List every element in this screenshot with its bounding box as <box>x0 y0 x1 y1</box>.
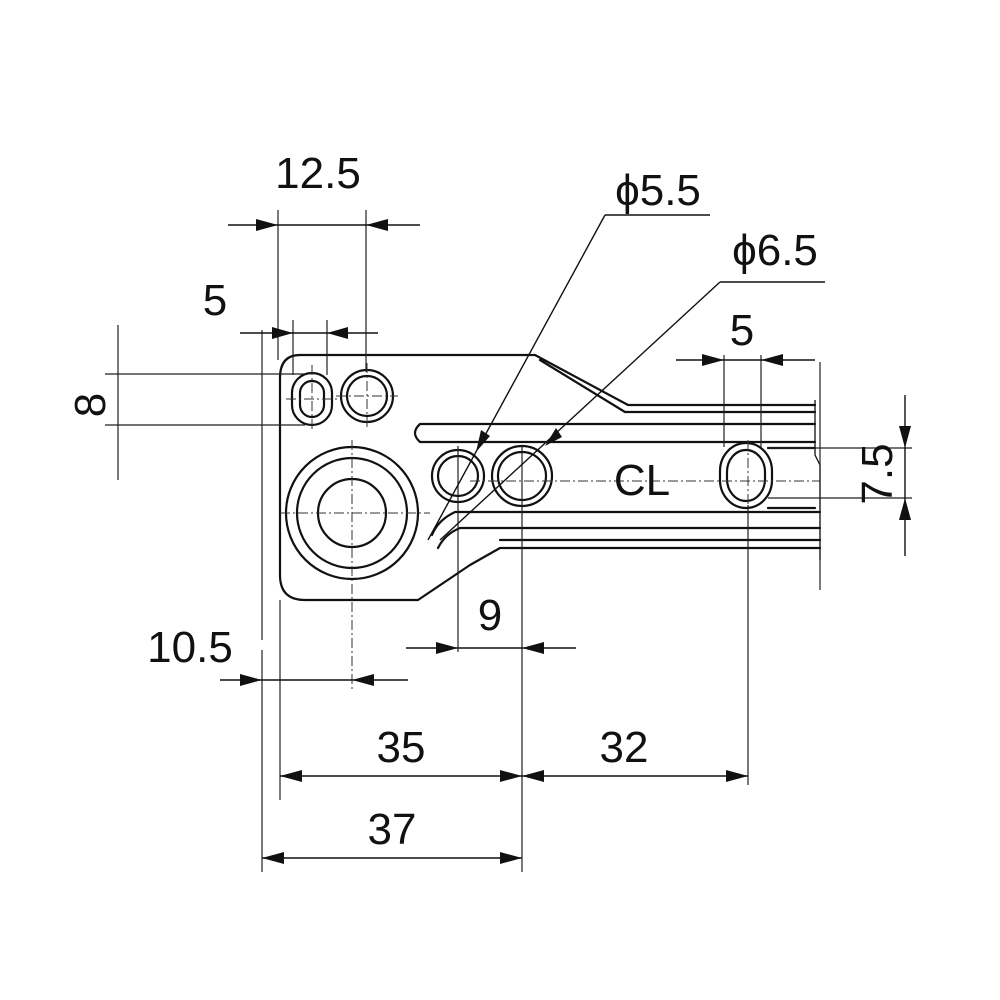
dimension-35: 35 <box>280 723 522 782</box>
dimension-7-5: 7.5 <box>853 395 911 556</box>
dim-label-dia-5-5: ϕ5.5 <box>615 166 701 215</box>
rail-middle <box>766 446 817 510</box>
dimension-37: 37 <box>262 805 522 864</box>
slot-hole-right-inner <box>725 448 767 503</box>
dim-label-10-5: 10.5 <box>147 623 233 672</box>
bracket-body <box>278 353 822 602</box>
dimension-9: 9 <box>406 591 576 654</box>
dim-label-7-5: 7.5 <box>853 443 902 504</box>
centerline-label: CL <box>614 456 670 505</box>
rail-lower <box>430 510 822 550</box>
callout-dia-6-5: ϕ6.5 <box>439 226 825 541</box>
dim-label-5-top: 5 <box>203 276 227 325</box>
dimension-5-right: 5 <box>676 306 815 366</box>
dim-label-32: 32 <box>600 723 649 772</box>
dim-label-5-right: 5 <box>730 306 754 355</box>
dim-label-37: 37 <box>368 805 417 854</box>
dim-label-8: 8 <box>66 393 115 417</box>
center-lines <box>280 363 820 690</box>
dim-label-35: 35 <box>377 723 426 772</box>
slot-hole-right <box>718 441 774 510</box>
bracket-outline <box>278 353 822 602</box>
dimension-12-5: 12.5 <box>228 149 420 231</box>
dimension-32: 32 <box>522 723 748 782</box>
dim-label-12-5: 12.5 <box>275 149 361 198</box>
callout-dia-5-5: ϕ5.5 <box>427 166 710 541</box>
dim-label-dia-6-5: ϕ6.5 <box>732 226 818 275</box>
rail-upper <box>413 422 817 444</box>
dim-label-9: 9 <box>478 591 502 640</box>
dimension-8: 8 <box>66 393 115 417</box>
dimension-10-5: 10.5 <box>147 623 408 686</box>
dimension-5-top: 5 <box>203 276 378 339</box>
